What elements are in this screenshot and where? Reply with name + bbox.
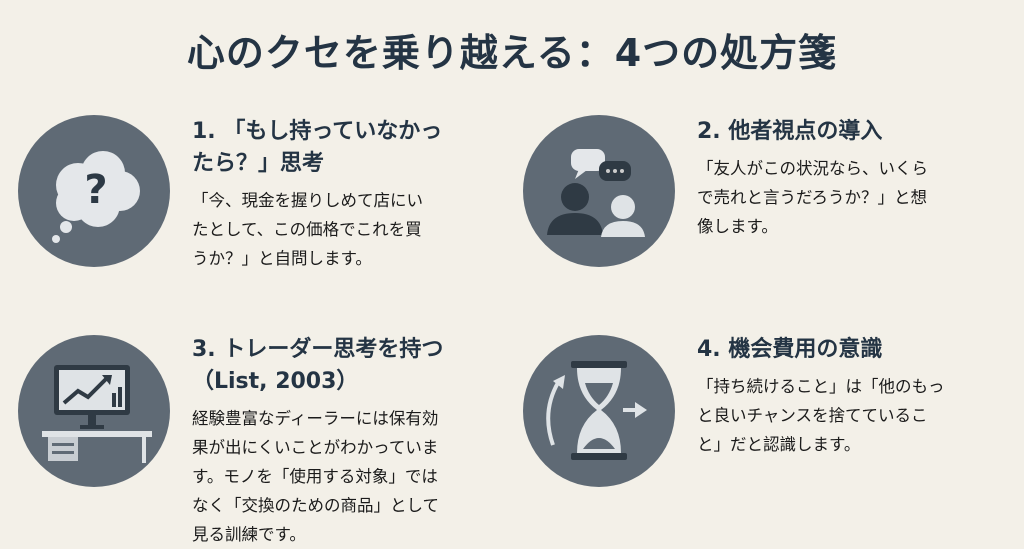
svg-text:?: ? (84, 167, 107, 213)
item-4-body: 「持ち続けること」は「他のもっ と良いチャンスを捨てているこ と」だと認識します… (697, 372, 997, 459)
heading-line: 2. 他者視点の導入 (697, 119, 883, 144)
item-2: 2. 他者視点の導入 「友人がこの状況なら、いくら で売れと言うだろうか？」と想… (697, 116, 997, 241)
body-line: 「今、現金を握りしめて店にい (192, 191, 423, 210)
two-people-speech-icon (523, 115, 675, 267)
heading-line: 4. 機会費用の意識 (697, 337, 883, 362)
item-1: 1. 「もし持っていなかっ たら？」思考 「今、現金を握りしめて店にい たとして… (192, 116, 492, 273)
thought-bubble-question-icon: ? (18, 115, 170, 267)
heading-line: 3. トレーダー思考を持つ (192, 337, 444, 362)
heading-line: たら？」思考 (192, 151, 325, 176)
item-1-body: 「今、現金を握りしめて店にい たとして、この価格でこれを買 うか？」と自問します… (192, 186, 492, 273)
body-line: 果が出にくいことがわかっていま (192, 438, 439, 457)
body-line: 経験豊富なディーラーには保有効 (192, 409, 439, 428)
heading-line: （List, 2003） (192, 369, 359, 394)
item-3: 3. トレーダー思考を持つ （List, 2003） 経験豊富なディーラーには保… (192, 334, 492, 549)
item-3-heading: 3. トレーダー思考を持つ （List, 2003） (192, 334, 492, 398)
item-4: 4. 機会費用の意識 「持ち続けること」は「他のもっ と良いチャンスを捨てている… (697, 334, 997, 459)
item-2-body: 「友人がこの状況なら、いくら で売れと言うだろうか？」と想 像します。 (697, 154, 997, 241)
heading-line: 1. 「もし持っていなかっ (192, 119, 443, 144)
body-line: うか？」と自問します。 (192, 249, 372, 268)
page-title: 心のクセを乗り越える：4つの処方箋 (186, 31, 838, 75)
body-line: 「友人がこの状況なら、いくら (697, 159, 928, 178)
body-line: 像します。 (697, 217, 778, 236)
item-3-body: 経験豊富なディーラーには保有効 果が出にくいことがわかっていま す。モノを「使用… (192, 404, 492, 549)
item-2-heading: 2. 他者視点の導入 (697, 116, 997, 148)
body-line: で売れと言うだろうか？」と想 (697, 188, 928, 207)
item-4-heading: 4. 機会費用の意識 (697, 334, 997, 366)
body-line: と」だと認識します。 (697, 435, 861, 454)
body-line: と良いチャンスを捨てているこ (697, 406, 928, 425)
body-line: す。モノを「使用する対象」では (192, 467, 438, 486)
body-line: 「持ち続けること」は「他のもっ (697, 377, 945, 396)
body-line: たとして、この価格でこれを買 (192, 220, 422, 239)
item-1-heading: 1. 「もし持っていなかっ たら？」思考 (192, 116, 492, 180)
trading-desk-monitor-icon (18, 335, 170, 487)
body-line: なく「交換のための商品」として (192, 496, 440, 515)
hourglass-icon (523, 335, 675, 487)
body-line: 見る訓練です。 (192, 525, 306, 544)
